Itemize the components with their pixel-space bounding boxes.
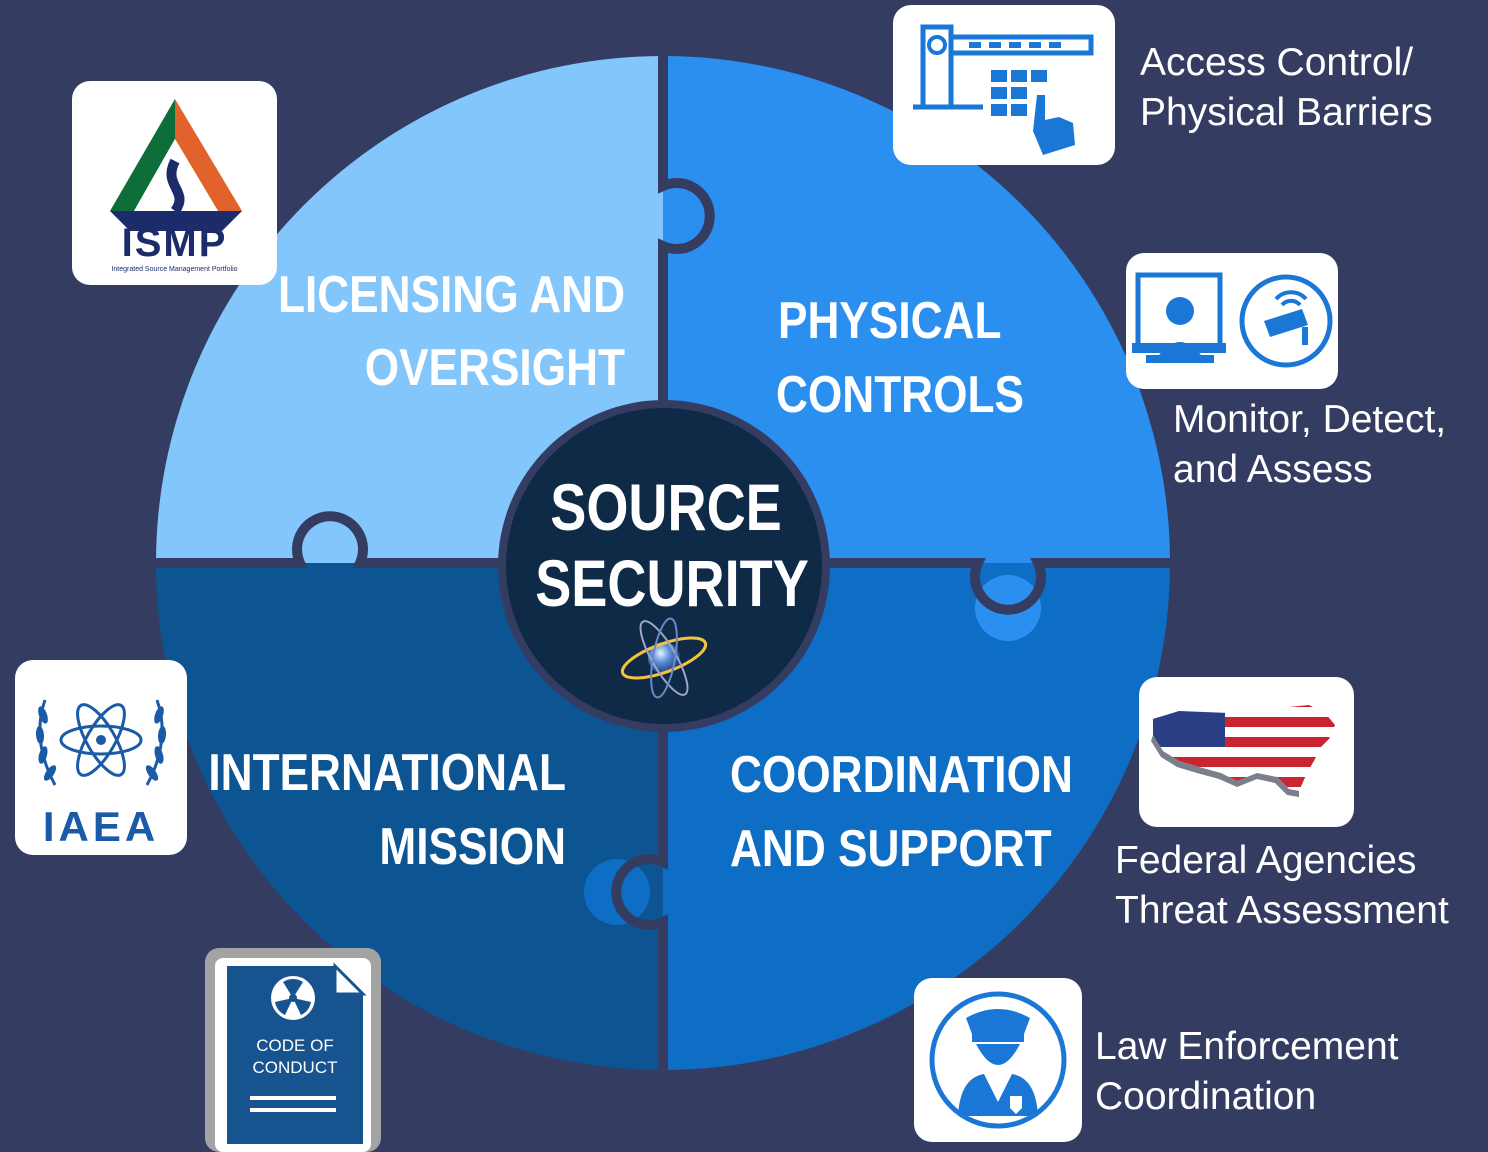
licensing-label-line2: OVERSIGHT xyxy=(365,339,625,397)
center-hub: SOURCE SECURITY xyxy=(498,400,830,732)
ismp-logo-text: ISMP xyxy=(121,221,228,265)
coordination-label-line1: COORDINATION xyxy=(730,746,1073,804)
center-title-line1: SOURCE xyxy=(550,470,782,544)
code-of-conduct-document-icon xyxy=(227,962,367,1144)
federal-agencies-caption: Federal Agencies Threat Assessment xyxy=(1115,836,1449,936)
iaea-logo-card: IAEA xyxy=(15,660,187,855)
atom-globe-icon xyxy=(620,617,708,699)
federal-agencies-caption-line1: Federal Agencies xyxy=(1115,839,1417,882)
international-label-line2: MISSION xyxy=(379,818,566,876)
law-enforcement-caption: Law Enforcement Coordination xyxy=(1095,1022,1399,1122)
code-of-conduct-line1: CODE OF xyxy=(256,1036,334,1055)
federal-agencies-card xyxy=(1139,677,1354,827)
law-enforcement-card xyxy=(914,978,1082,1142)
access-control-caption-line1: Access Control/ xyxy=(1140,41,1414,84)
access-control-caption-line2: Physical Barriers xyxy=(1140,91,1433,134)
monitor-detect-caption-line1: Monitor, Detect, xyxy=(1173,398,1447,441)
law-enforcement-caption-line2: Coordination xyxy=(1095,1075,1317,1118)
code-of-conduct-card: CODE OF CONDUCT xyxy=(205,948,381,1152)
monitor-detect-card xyxy=(1126,253,1338,389)
law-enforcement-caption-line1: Law Enforcement xyxy=(1095,1025,1399,1068)
physical-label-line1: PHYSICAL xyxy=(778,292,1001,350)
access-barrier-keypad-icon xyxy=(913,24,1094,155)
coordination-label-line2: AND SUPPORT xyxy=(730,820,1052,878)
iaea-logo-text: IAEA xyxy=(42,803,160,850)
monitor-detect-caption: Monitor, Detect, and Assess xyxy=(1173,395,1446,495)
monitor-camera-icon xyxy=(1132,272,1333,368)
seam-bottom xyxy=(611,563,668,1070)
ismp-logo-subtext: Integrated Source Management Portfolio xyxy=(111,266,238,273)
seam-right xyxy=(663,558,1170,615)
seam-top xyxy=(658,56,715,563)
access-control-card xyxy=(893,5,1115,165)
monitor-detect-caption-line2: and Assess xyxy=(1173,448,1373,491)
ismp-logo-card: ISMP Integrated Source Management Portfo… xyxy=(72,81,277,285)
federal-agencies-caption-line2: Threat Assessment xyxy=(1115,889,1449,932)
iaea-logo-icon xyxy=(35,699,167,786)
international-label-line1: INTERNATIONAL xyxy=(208,744,566,802)
seam-left xyxy=(156,511,663,568)
us-flag-map-icon xyxy=(1151,705,1335,797)
ismp-logo-icon xyxy=(110,99,242,231)
access-control-caption: Access Control/ Physical Barriers xyxy=(1140,38,1433,138)
center-title-line2: SECURITY xyxy=(535,546,809,620)
licensing-label-line1: LICENSING AND xyxy=(278,266,625,324)
police-officer-icon xyxy=(929,991,1067,1129)
physical-label-line2: CONTROLS xyxy=(776,366,1024,424)
code-of-conduct-line2: CONDUCT xyxy=(252,1058,338,1077)
